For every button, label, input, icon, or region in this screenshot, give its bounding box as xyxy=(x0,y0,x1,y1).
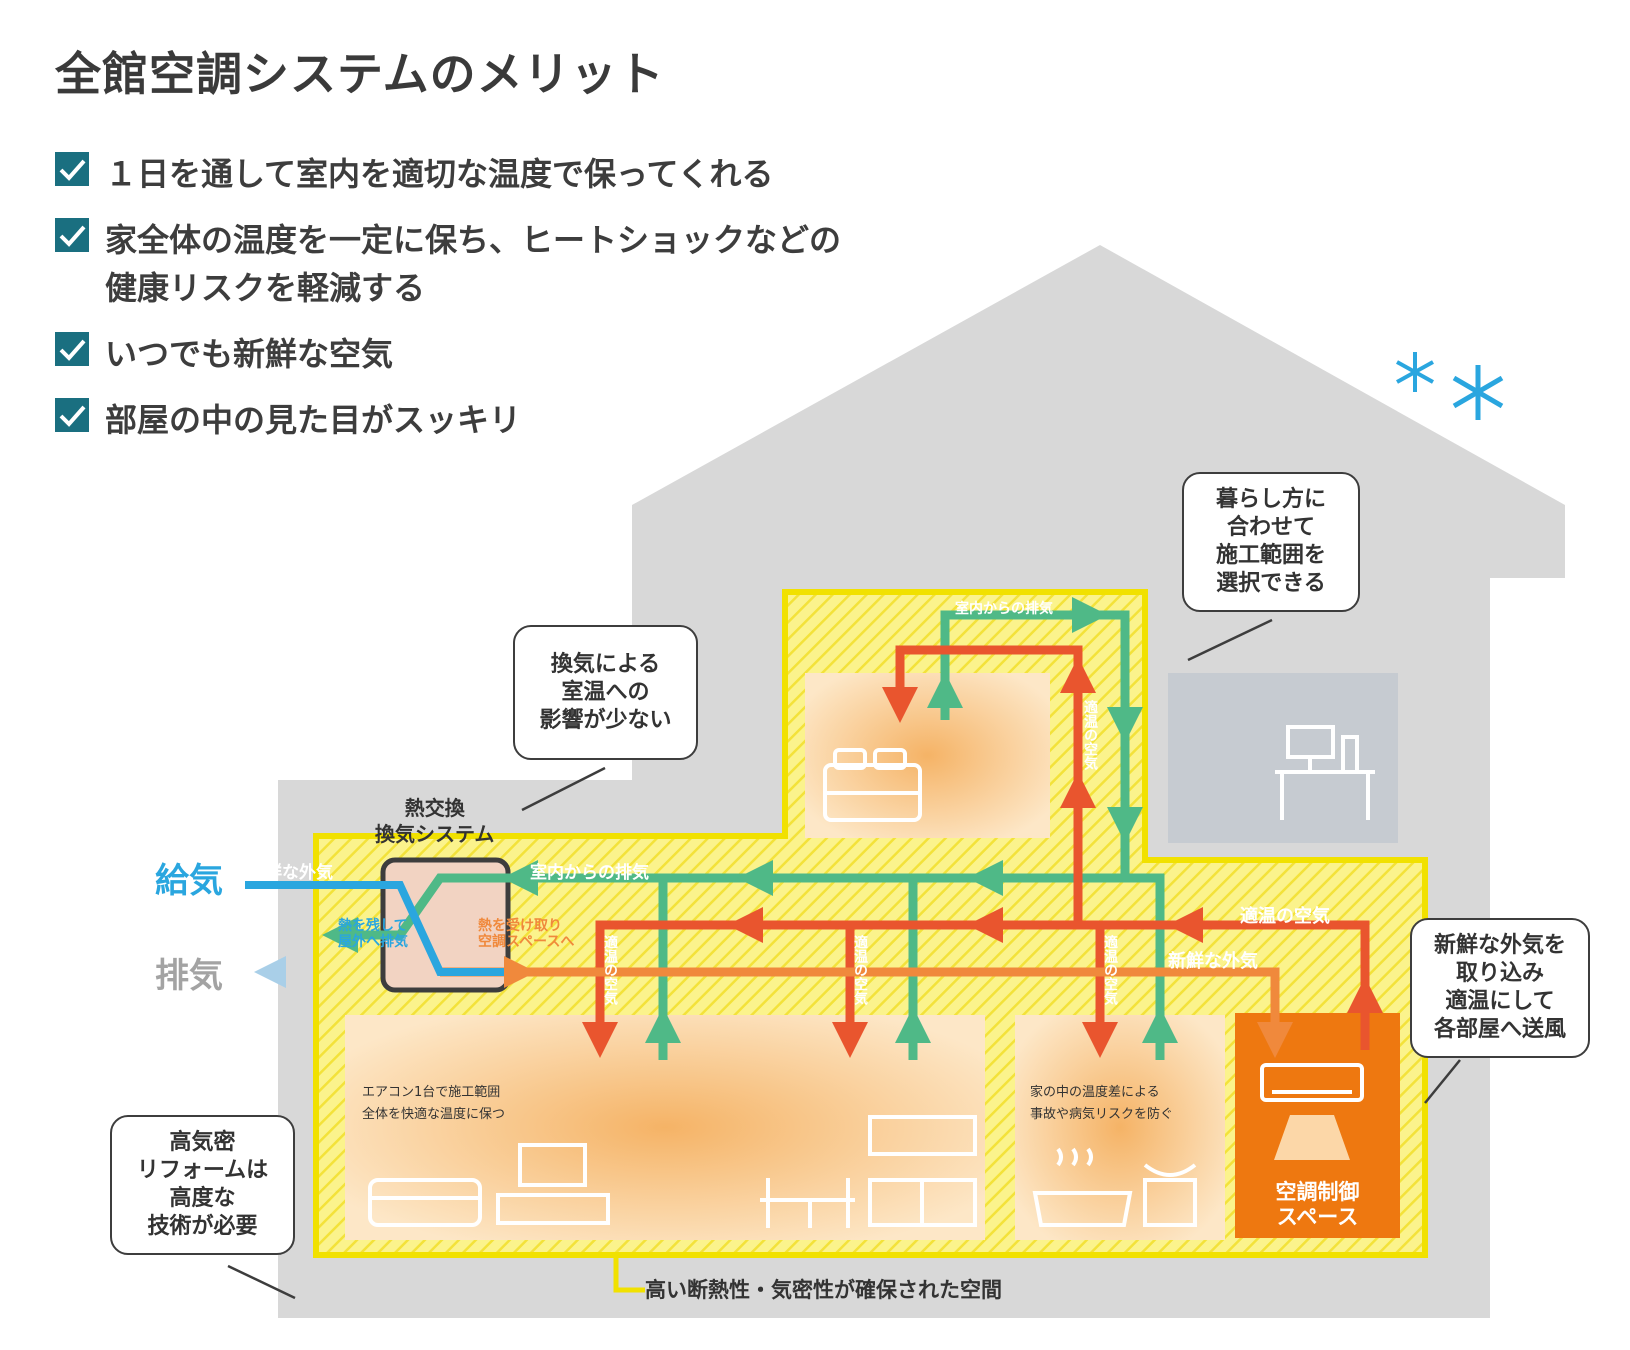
snowflake-icon xyxy=(1452,365,1504,420)
bath-note: 家の中の温度差による 事故や病気リスクを防ぐ xyxy=(1030,1085,1174,1122)
heat-receive-label: 熱を受け取り 空調スペースへ xyxy=(478,918,575,950)
snowflake-icon xyxy=(1396,352,1434,392)
benefit-item: 家全体の温度を一定に保ち、ヒートショックなどの 健康リスクを軽減する xyxy=(55,216,841,312)
page-title: 全館空調システムのメリット xyxy=(55,47,665,101)
check-icon xyxy=(55,332,89,366)
insulated-space-label: 高い断熱性・気密性が確保された空間 xyxy=(645,1278,1002,1302)
bathtub-icon xyxy=(1032,1147,1133,1227)
heat-exchanger-unit xyxy=(380,857,511,993)
callout-leaders xyxy=(227,618,1461,1300)
dining-table-icon xyxy=(760,1178,855,1228)
proper-temp-air-vertical-4: 適温の空気 xyxy=(1082,700,1098,770)
supply-air-duct xyxy=(245,881,536,988)
callout-airtight: 高気密 リフォームは 高度な 技術が必要 xyxy=(110,1115,295,1255)
heat-transfer-duct xyxy=(440,967,1293,1058)
sofa-icon xyxy=(368,1178,482,1227)
insulated-space-leader xyxy=(613,1255,645,1293)
callout-fresh-air: 新鮮な外気を 取り込み 適温にして 各部屋へ送風 xyxy=(1410,918,1590,1058)
indoor-exhaust-label: 室内からの排気 xyxy=(530,863,649,883)
benefit-item: いつでも新鮮な空気 xyxy=(55,330,841,378)
check-icon xyxy=(55,218,89,252)
fresh-outside-air-label-2: 新鮮な外気 xyxy=(1168,951,1258,972)
benefit-item: 部屋の中の見た目がスッキリ xyxy=(55,396,841,444)
indoor-exhaust-label-upper: 室内からの排気 xyxy=(955,601,1053,617)
callout-ventilation: 換気による 室温への 影響が少ない xyxy=(513,625,698,760)
tv-icon xyxy=(496,1143,610,1225)
proper-temp-air-vertical-2: 適温の空気 xyxy=(852,935,868,1005)
bed-icon xyxy=(823,748,922,822)
fresh-outside-air-label: 新鮮な外気 xyxy=(248,863,333,883)
proper-temp-air-vertical-1: 適温の空気 xyxy=(602,935,618,1005)
benefit-text: 家全体の温度を一定に保ち、ヒートショックなどの 健康リスクを軽減する xyxy=(105,221,842,307)
check-icon xyxy=(55,398,89,432)
air-conditioner-icon xyxy=(1260,1063,1364,1160)
proper-temp-air-label: 適温の空気 xyxy=(1240,906,1330,927)
proper-temp-air-vertical-3: 適温の空気 xyxy=(1102,935,1118,1005)
warm-air-ducts xyxy=(582,645,1383,1058)
supply-label: 給気 xyxy=(155,861,223,901)
computer-icon xyxy=(1286,725,1359,774)
callout-lifestyle: 暮らし方に 合わせて 施工範囲を 選択できる xyxy=(1182,472,1360,612)
bedroom xyxy=(805,673,1050,838)
exhaust-air-ducts xyxy=(322,597,1178,1060)
ac-control-space-label: 空調制御 スペース xyxy=(1275,1180,1360,1229)
heat-exchange-label: 熱交換 換気システム xyxy=(375,796,495,846)
benefit-text: 部屋の中の見た目がスッキリ xyxy=(105,401,522,439)
benefit-text: １日を通して室内を適切な温度で保ってくれる xyxy=(105,155,774,193)
exhaust-label: 排気 xyxy=(155,956,223,996)
benefit-list: １日を通して室内を適切な温度で保ってくれる 家全体の温度を一定に保ち、ヒートショ… xyxy=(55,150,841,462)
living-note: エアコン1台で施工範囲 全体を快適な温度に保つ xyxy=(362,1085,506,1122)
check-icon xyxy=(55,152,89,186)
bathroom xyxy=(1015,1015,1225,1240)
heat-release-label: 熱を残して 屋外へ排気 xyxy=(338,918,408,950)
kitchen-icon xyxy=(868,1115,977,1227)
benefit-item: １日を通して室内を適切な温度で保ってくれる xyxy=(55,150,841,198)
benefit-text: いつでも新鮮な空気 xyxy=(105,335,394,373)
sink-icon xyxy=(1143,1163,1197,1227)
